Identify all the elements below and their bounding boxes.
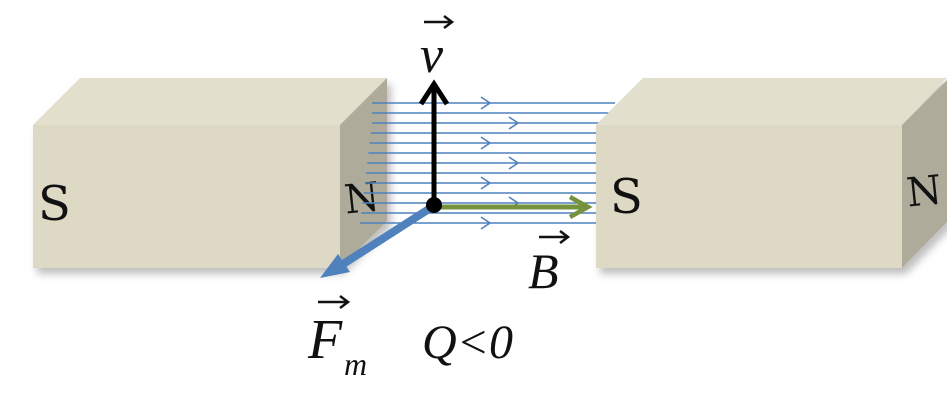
left-magnet-face — [33, 125, 340, 268]
force-label: F — [307, 309, 343, 371]
right-magnet-face-label: S — [610, 169, 643, 225]
field-label: B — [528, 243, 559, 299]
field-vector — [436, 195, 593, 219]
force-arrow-shaft — [337, 203, 435, 270]
force-arrow-head — [320, 254, 350, 278]
right-magnet — [596, 78, 947, 268]
velocity-label: v — [420, 27, 444, 84]
field-arrow-head — [568, 195, 593, 219]
force-vector — [320, 203, 435, 278]
field-overarrow — [539, 230, 571, 244]
force-label-subscript: m — [344, 346, 367, 382]
right-magnet-side-label: N — [904, 167, 944, 216]
left-magnet-side-label: N — [342, 174, 382, 223]
velocity-vector — [418, 79, 450, 204]
charge-point — [426, 197, 442, 213]
field-line-direction-mark — [480, 176, 492, 190]
field-line-direction-mark — [480, 216, 492, 230]
left-magnet-face-label: S — [38, 176, 71, 232]
magnetic-field-lines — [360, 96, 615, 230]
field-line-direction-mark — [480, 96, 492, 110]
field-line-direction-mark — [508, 156, 520, 170]
field-line-direction-mark — [508, 116, 520, 130]
velocity-arrow-head — [418, 79, 450, 106]
left-magnet-side — [340, 78, 387, 268]
field-line-direction-mark — [480, 136, 492, 150]
velocity-overarrow — [424, 15, 455, 29]
right-magnet-top — [596, 78, 947, 125]
left-magnet-top — [33, 78, 387, 125]
left-magnet — [33, 78, 387, 268]
force-overarrow — [318, 295, 351, 309]
charge-condition-label: Q<0 — [422, 316, 513, 369]
right-magnet-face — [596, 125, 902, 268]
right-magnet-side — [902, 80, 947, 268]
